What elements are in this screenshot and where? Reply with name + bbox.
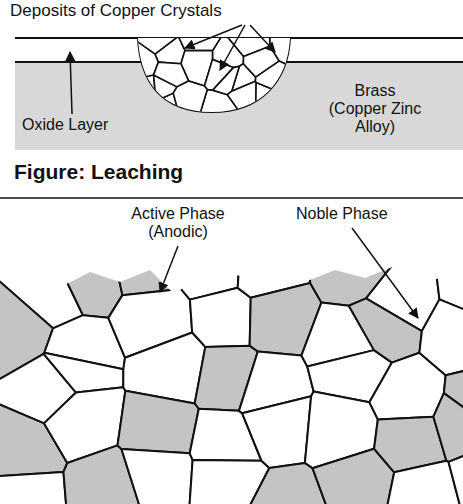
part-label: Oxide Layer [22, 116, 108, 134]
copper-crystal [130, 30, 178, 54]
part-label: Active Phase (Anodic) [122, 205, 234, 241]
grain [110, 240, 184, 295]
leader-arrow [220, 25, 245, 70]
grain [449, 452, 463, 504]
grain [242, 396, 311, 468]
part-label: Brass (Copper Zinc Alloy) [325, 82, 425, 136]
grain [121, 449, 192, 504]
copper-crystal [130, 75, 155, 95]
leader-arrow [160, 246, 178, 292]
grain [190, 288, 251, 347]
grain [118, 391, 199, 454]
copper-crystal [248, 103, 291, 120]
grain [47, 240, 123, 318]
copper-crystal [130, 93, 160, 107]
copper-crystals [130, 30, 300, 120]
alloy-grains [0, 240, 463, 504]
copper-crystal [204, 59, 233, 90]
brass-section [15, 30, 463, 150]
grain [0, 472, 67, 504]
copper-crystal [173, 81, 207, 120]
figure-caption: Figure: Leaching [14, 160, 183, 184]
copper-crystal [273, 80, 300, 120]
divider-line [0, 197, 463, 199]
part-label: Deposits of Copper Crystals [10, 2, 222, 20]
leader-arrow [352, 228, 418, 318]
leader-arrow [70, 52, 72, 114]
copper-crystal [255, 61, 300, 90]
grain [419, 299, 463, 375]
grain [44, 353, 124, 393]
copper-crystal [130, 106, 163, 120]
part-label: Noble Phase [296, 205, 388, 223]
grain [433, 393, 463, 462]
copper-crystal [227, 81, 256, 120]
leader-arrow [250, 25, 275, 52]
brass-body [15, 62, 463, 150]
